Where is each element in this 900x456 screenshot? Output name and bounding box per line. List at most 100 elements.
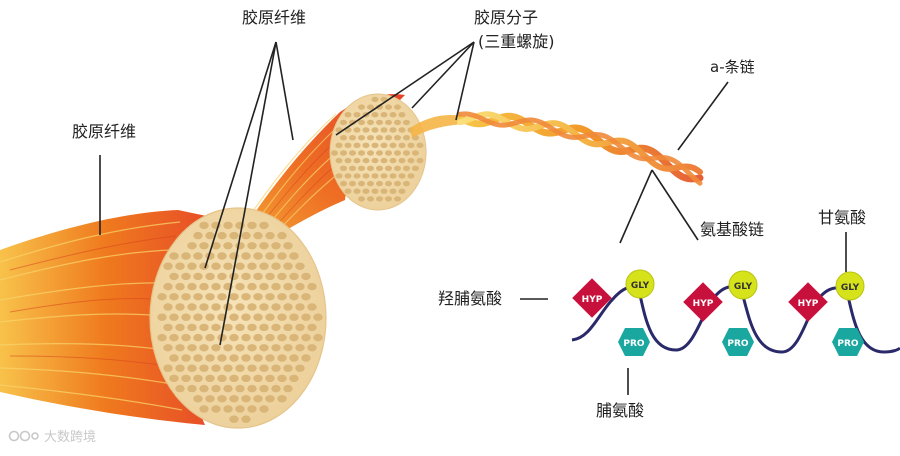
fibril-dot [229, 374, 239, 383]
fibril-dot [362, 173, 370, 179]
fibril-dot [340, 150, 347, 156]
fibril-dot [367, 196, 374, 202]
fibril-dot [199, 384, 209, 393]
fibril-dot [163, 303, 173, 311]
fibril-dot [211, 364, 221, 372]
fibril-dot [394, 104, 401, 110]
fibril-dot [376, 165, 383, 171]
fibril-dot [289, 252, 299, 260]
fibril-dot [398, 188, 406, 194]
fibril-dot [223, 242, 233, 250]
fibril-dot [371, 112, 379, 118]
fibril-dot [205, 293, 215, 301]
fibril-dot [163, 262, 173, 270]
fibril-dot [277, 354, 287, 362]
fibril-dot [416, 157, 424, 164]
fibril-dot [193, 333, 203, 342]
fibril-dot [301, 333, 311, 342]
fibril-dot [307, 303, 317, 311]
fibril-dot [217, 374, 227, 383]
fibril-dot [199, 405, 209, 413]
label-collagen-fiber-top: 胶原纤维 [242, 8, 307, 27]
fibril-dot [163, 323, 173, 332]
fibril-dot [265, 354, 275, 362]
fibril-dot [358, 119, 365, 126]
fibril-dot [376, 180, 383, 187]
fibril-dot [289, 272, 299, 281]
fibril-dot [371, 127, 379, 133]
fibril-dot [259, 221, 269, 230]
fibril-dot [175, 384, 185, 393]
fibril-dot [380, 127, 388, 133]
svg-text:PRO: PRO [623, 339, 645, 349]
label-collagen-fiber-left: 胶原纤维 [72, 122, 137, 141]
fibril-dot [371, 96, 379, 103]
fibril-dot [223, 405, 233, 413]
fibril-dot [340, 135, 347, 141]
amino-acid-chain: HYP HYP HYP GLY GLY GLY PRO PRO [571, 269, 900, 356]
fibril-dot [295, 303, 305, 311]
fibril-dot [211, 242, 221, 250]
fibril-dot [349, 119, 356, 126]
gly-residue-2: GLY [728, 270, 758, 300]
fibril-dot [367, 165, 374, 171]
fibril-dot [169, 293, 179, 301]
fibril-dot [353, 142, 361, 148]
fibril-dot [229, 231, 239, 240]
gly-residue-3: GLY [835, 271, 865, 301]
fibril-dot [367, 150, 374, 156]
fibril-dot [362, 142, 370, 148]
fibril-dot [229, 313, 239, 321]
fibril-dot [187, 282, 197, 291]
fibril-dot [187, 323, 197, 332]
fibril-dot [353, 112, 361, 118]
fibril-dot [344, 188, 352, 194]
fibril-dot [265, 252, 275, 260]
fibril-dot [283, 242, 293, 250]
fibril-dot [358, 165, 365, 171]
fibril-cross-section [329, 93, 427, 211]
fibril-dot [187, 242, 197, 250]
fibril-dot [283, 282, 293, 291]
fibril-dot [271, 364, 281, 372]
fibril-dot [349, 165, 356, 171]
fibril-dot [353, 157, 361, 164]
fibril-dot [229, 395, 239, 403]
fibril-dot [358, 180, 365, 187]
fibril-dot [163, 344, 173, 352]
fibril-dot [407, 142, 415, 148]
fibril-dot [229, 333, 239, 342]
fibril-dot [367, 104, 374, 110]
fibril-dot [403, 180, 410, 187]
fibril-dot [229, 354, 239, 362]
svg-text:PRO: PRO [727, 339, 749, 349]
fibril-dot [277, 231, 287, 240]
fibril-dot [193, 395, 203, 403]
fibril-dot [403, 165, 410, 171]
fibril-dot [349, 180, 356, 187]
fibril-dot [211, 405, 221, 413]
fibril-dot [353, 188, 361, 194]
fibril-dot [376, 119, 383, 126]
fibril-dot [241, 293, 251, 301]
fibril-dot [301, 313, 311, 321]
fibril-dot [241, 395, 251, 403]
fibril-dot [199, 262, 209, 270]
fibril-dot [295, 364, 305, 372]
fibril-dot [307, 282, 317, 291]
fibril-dot [175, 323, 185, 332]
fibril-dot [407, 173, 415, 179]
fibril-dot [367, 135, 374, 141]
fibril-dot [193, 374, 203, 383]
fibril-dot [403, 119, 410, 126]
fibril-dot [271, 384, 281, 393]
fibril-dot [169, 313, 179, 321]
fibril-dot [376, 150, 383, 156]
fibril-dot [193, 272, 203, 281]
fibril-dot [181, 252, 191, 260]
fibril-dot [271, 262, 281, 270]
fibril-dot [398, 157, 406, 164]
fibril-dot [223, 384, 233, 393]
fibril-dot [247, 221, 257, 230]
